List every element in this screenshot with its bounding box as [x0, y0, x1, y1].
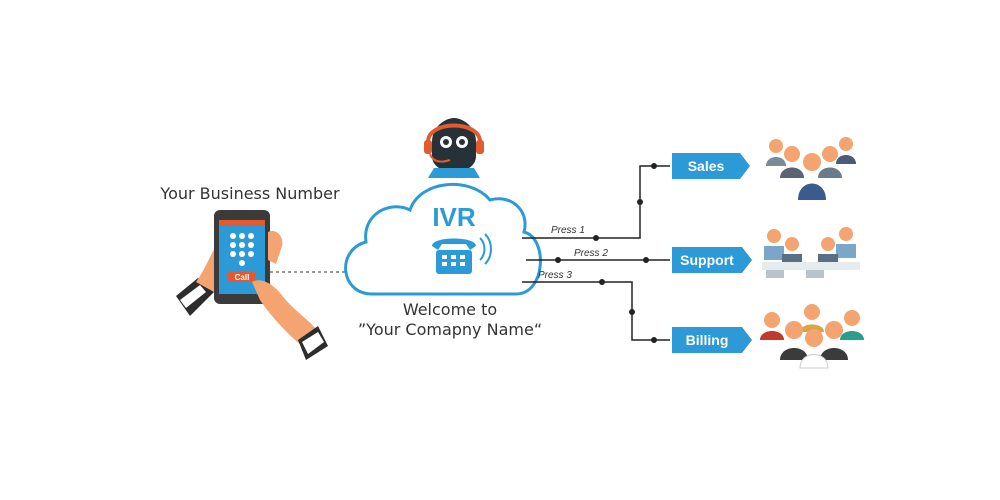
- call-button-label: Call: [235, 273, 250, 282]
- telephone-icon: [432, 233, 492, 274]
- support-agent-icon: [424, 118, 484, 178]
- call-button[interactable]: [228, 272, 256, 282]
- press-3-label: Press 3: [538, 270, 572, 281]
- welcome-line-1: Welcome to: [402, 300, 498, 319]
- billing-tag[interactable]: Billing: [672, 327, 752, 353]
- support-team-illustration: [762, 227, 860, 278]
- ivr-title: IVR: [432, 202, 476, 232]
- keypad-icon: [230, 233, 254, 266]
- ivr-cloud: [344, 182, 542, 296]
- welcome-message: Welcome to ”Your Comapny Name“: [330, 300, 570, 340]
- billing-team-illustration: [760, 304, 864, 369]
- business-number-label: Your Business Number: [160, 184, 340, 203]
- support-tag[interactable]: Support: [672, 247, 752, 273]
- press-1-label: Press 1: [551, 225, 585, 236]
- sales-team-illustration: [766, 137, 856, 200]
- sales-tag[interactable]: Sales: [672, 153, 750, 179]
- press-2-label: Press 2: [574, 248, 608, 259]
- press-1-line: [522, 165, 670, 239]
- right-hand: [252, 230, 328, 360]
- welcome-line-2: ”Your Comapny Name“: [357, 320, 543, 339]
- phone-with-hands-illustration: Call: [176, 210, 328, 360]
- connector-dots: [555, 163, 657, 343]
